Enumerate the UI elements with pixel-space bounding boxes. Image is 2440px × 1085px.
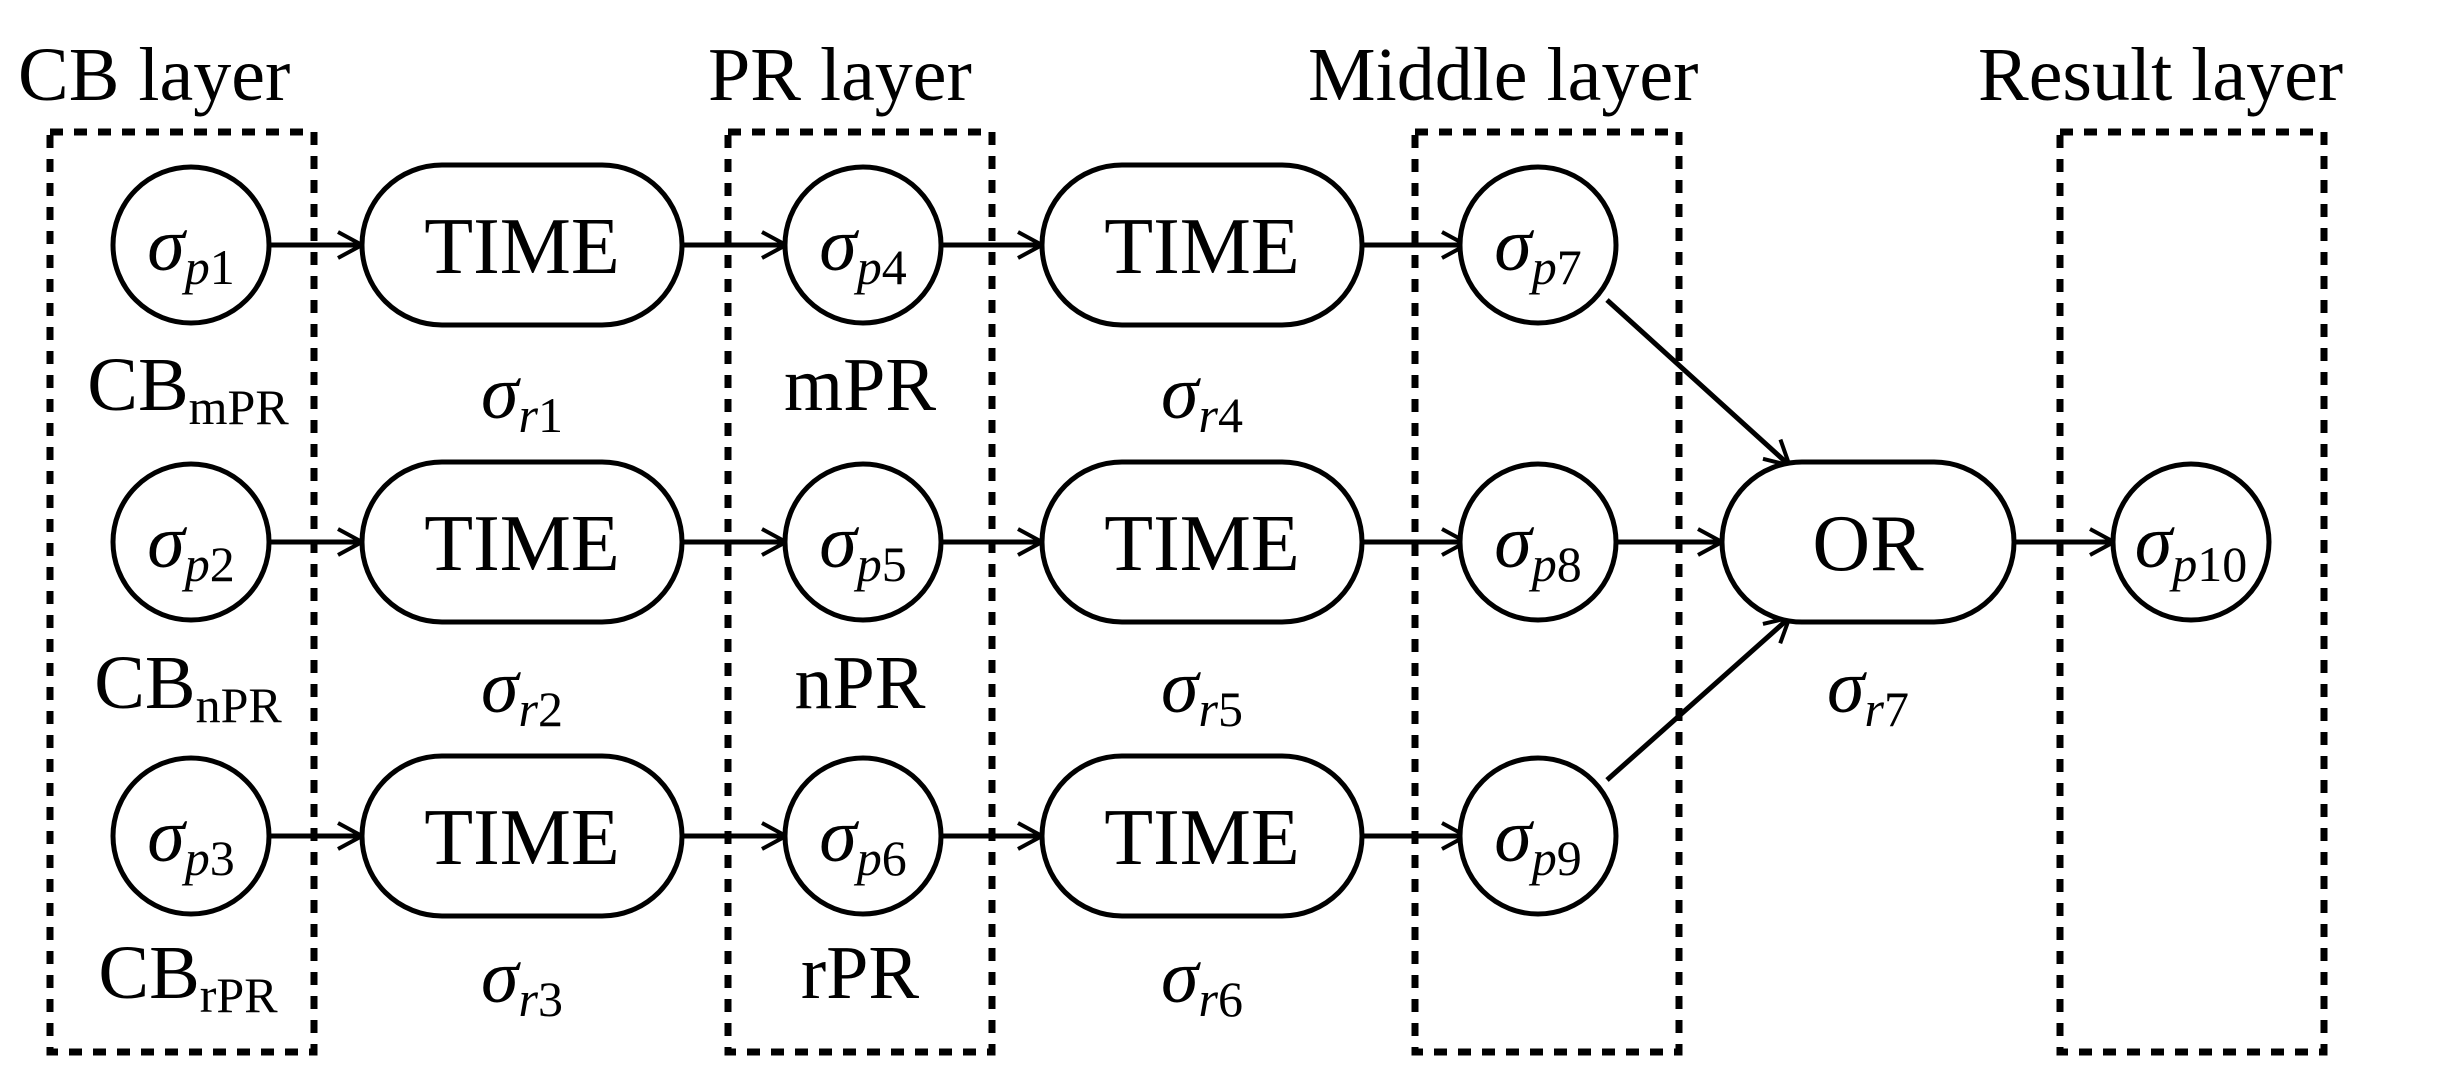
label-cb-mpr: CBmPR: [87, 343, 289, 435]
label-rpr: rPR: [801, 931, 920, 1015]
place-p3: [110, 755, 272, 917]
place-p5: [782, 461, 944, 623]
place-p7-symbol: σp7: [1494, 203, 1581, 295]
place-p6-symbol: σp6: [819, 794, 906, 886]
pr-layer-box: [724, 128, 996, 1056]
cb-layer-box: [46, 128, 318, 1056]
rule-r2: [359, 459, 685, 625]
label-npr: nPR: [795, 641, 926, 725]
place-p8: [1457, 461, 1619, 623]
place-p4-symbol: σp4: [819, 203, 906, 295]
place-p2: [110, 461, 272, 623]
result-layer-box: [2056, 128, 2328, 1056]
rule-r5: [1039, 459, 1365, 625]
rule-r5-symbol: σr5: [1161, 645, 1243, 737]
place-p2-symbol: σp2: [147, 500, 234, 592]
place-p6: [782, 755, 944, 917]
rule-r1-symbol: σr1: [481, 351, 563, 443]
middle-layer-label: Middle layer: [1308, 33, 1698, 117]
place-p5-symbol: σp5: [819, 500, 906, 592]
rule-r6-text: TIME: [1104, 794, 1300, 882]
rule-r3: [359, 753, 685, 919]
place-p9-symbol: σp9: [1494, 794, 1581, 886]
place-p1: [110, 164, 272, 326]
place-p3-symbol: σp3: [147, 794, 234, 886]
rule-r4: [1039, 162, 1365, 328]
result-layer-label: Result layer: [1978, 33, 2343, 117]
rule-r6-symbol: σr6: [1161, 935, 1243, 1027]
place-p1-symbol: σp1: [147, 203, 234, 295]
arc-p9-r7: [1605, 619, 1788, 782]
place-p8-symbol: σp8: [1494, 500, 1581, 592]
pr-layer-label: PR layer: [708, 33, 972, 117]
place-p7: [1457, 164, 1619, 326]
rule-r1: [359, 162, 685, 328]
rule-r4-symbol: σr4: [1161, 351, 1243, 443]
arc-p7-r7: [1605, 298, 1788, 464]
rule-r4-text: TIME: [1104, 203, 1300, 291]
place-p4: [782, 164, 944, 326]
rule-r7-symbol: σr7: [1827, 645, 1909, 737]
rule-r6: [1039, 753, 1365, 919]
rule-r3-symbol: σr3: [481, 935, 563, 1027]
rule-r7-text: OR: [1812, 500, 1924, 588]
middle-layer-box: [1411, 128, 1683, 1056]
label-cb-npr: CBnPR: [94, 641, 282, 733]
rule-r2-symbol: σr2: [481, 645, 563, 737]
rule-r3-text: TIME: [424, 794, 620, 882]
place-p10: [2110, 461, 2272, 623]
place-p9: [1457, 755, 1619, 917]
rule-r2-text: TIME: [424, 500, 620, 588]
label-cb-rpr: CBrPR: [98, 931, 278, 1023]
rule-r7: [1719, 459, 2017, 625]
place-p10-symbol: σp10: [2135, 500, 2247, 592]
rule-r1-text: TIME: [424, 203, 620, 291]
rule-r5-text: TIME: [1104, 500, 1300, 588]
label-mpr: mPR: [784, 343, 936, 427]
cb-layer-label: CB layer: [18, 33, 290, 117]
